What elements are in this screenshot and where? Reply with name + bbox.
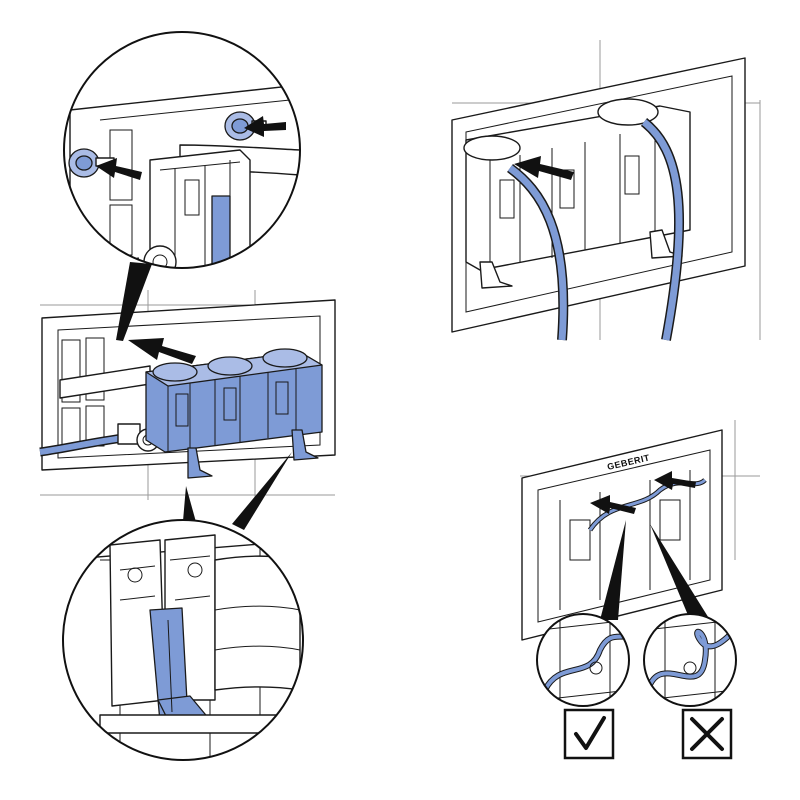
blue-hoses bbox=[507, 118, 685, 341]
step-2-hose-connection bbox=[451, 40, 761, 341]
step-1-detail-bottom bbox=[62, 519, 304, 761]
correct-check-icon bbox=[563, 708, 615, 760]
step-3-routing-check: GEBERIT bbox=[520, 420, 760, 641]
step-1-main-view bbox=[39, 290, 336, 500]
bottom-callout-connector bbox=[183, 452, 292, 530]
blue-cap-left bbox=[68, 148, 115, 178]
incorrect-cross-icon bbox=[681, 708, 733, 760]
correct-routing-detail bbox=[536, 613, 630, 707]
incorrect-routing-detail bbox=[643, 613, 737, 707]
actuator-module bbox=[145, 348, 323, 479]
top-callout-connector bbox=[116, 262, 152, 341]
step-1-detail-top bbox=[63, 31, 301, 269]
step-2-arrow bbox=[514, 156, 574, 180]
step-1-arrow bbox=[128, 338, 196, 364]
